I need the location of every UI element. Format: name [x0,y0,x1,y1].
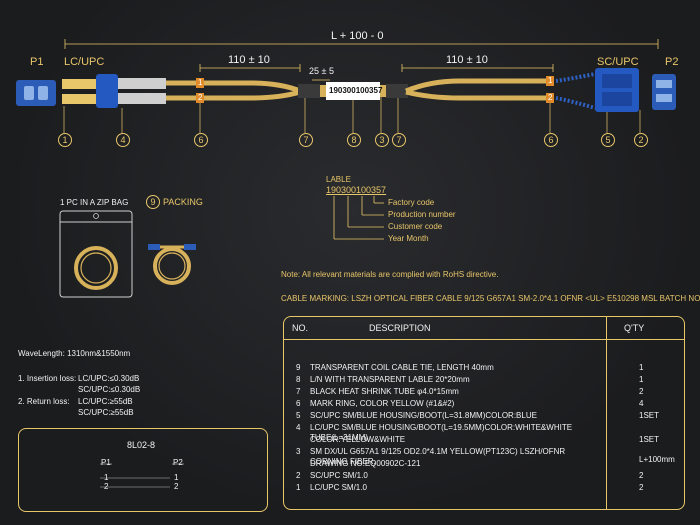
ring-mark-right-2: 2 [548,93,553,102]
left-branch-length: 110 ± 10 [228,54,270,66]
row-no: 3 [296,447,301,456]
callout-9: 9 [146,195,160,209]
pinout-box [18,428,268,512]
callout-7-right: 7 [392,133,406,147]
pinout-title: 8L02-8 [127,440,156,450]
total-dimension-line [64,39,659,49]
lable-item-production: Production number [388,210,456,219]
callout-3: 3 [375,133,389,147]
total-length-label: L + 100 - 0 [331,30,384,42]
col-desc-header: DESCRIPTION [369,323,431,333]
callout-1: 1 [58,133,72,147]
row-no: 7 [296,387,301,396]
cable-marking: CABLE MARKING: LSZH OPTICAL FIBER CABLE … [281,294,700,303]
row-qty: 1SET [639,411,660,420]
lable-item-factory: Factory code [388,198,435,207]
row-desc: MARK RING, COLOR YELLOW (#1&#2) [310,399,455,408]
lable-leaders [333,196,384,240]
right-connector-type: SC/UPC [597,56,639,68]
row-no: 9 [296,363,301,372]
row-desc: SC/UPC SM/1.0 [310,471,368,480]
col-no-header: NO. [292,323,309,333]
zip-bag-illustration [59,210,133,298]
callout-6-right: 6 [544,133,558,147]
mark-rings-right [546,76,554,103]
ring-mark-left-1: 1 [198,78,203,87]
header-divider [284,339,684,340]
row-desc: LC/UPC SM/1.0 [310,483,367,492]
mark-rings-left [196,78,204,103]
row-desc: L/N WITH TRANSPARENT LABLE 20*20mm [310,375,470,384]
left-connector-type: LC/UPC [64,56,105,68]
row-no: 8 [296,375,301,384]
cable-label-code: 190300100357 [329,86,383,95]
row-no: 1 [296,483,301,492]
pinout-row1-p2: 1 [174,473,179,482]
callout-6-left: 6 [194,133,208,147]
return-loss-sc: SC/UPC:≥55dB [78,408,134,417]
pinout-row2-p1: 2 [104,482,109,491]
lable-title: LABLE [326,175,351,184]
insertion-loss-label: 1. Insertion loss: [18,374,77,383]
left-fiber-branches [166,80,301,101]
row-desc: SC/UPC SM/BLUE HOUSING/BOOT(L=31.8MM)COL… [310,411,537,420]
row-desc: SM DX/UL G657A1 9/125 OD2.0*4.1M YELLOW(… [310,447,566,466]
coil-illustration [148,244,196,285]
ring-mark-left-2: 2 [198,93,203,102]
row-qty: 1 [639,363,644,372]
row-qty: 1SET [639,435,660,444]
row-no: 4 [296,423,301,432]
ring-mark-right-1: 1 [548,76,553,85]
pinout-lines [100,463,184,488]
pinout-row2-p2: 2 [174,482,179,491]
row-desc: TRANSPARENT COIL CABLE TIE, LENGTH 40mm [310,363,494,372]
row-qty: 2 [639,471,644,480]
return-loss-label: 2. Return loss: [18,397,70,406]
callout-4: 4 [116,133,130,147]
row-desc: COLOR:YELLOW&WHITE [310,435,406,444]
branch-dimension-lines [199,64,554,81]
right-port-label: P2 [665,56,679,68]
insertion-loss-sc: SC/UPC:≤0.30dB [78,385,141,394]
right-branch-length: 110 ± 10 [446,54,488,66]
callout-2: 2 [634,133,648,147]
row-desc: DRAWING NO.EQ00902C-121 [310,459,421,468]
return-loss-lc: LC/UPC:≥55dB [78,397,133,406]
row-qty: 1 [639,375,644,384]
row-qty: 4 [639,399,644,408]
row-qty: 2 [639,387,644,396]
lable-item-customer: Customer code [388,222,443,231]
rohs-note: Note: All relevant materials are complie… [281,270,499,279]
pinout-p1: P1 [101,458,111,467]
zip-bag-text: 1 PC IN A ZIP BAG [60,198,129,207]
bom-table: NO. DESCRIPTION Q'TY 9 TRANSPARENT COIL … [283,316,685,510]
right-fiber-branches [405,78,552,101]
middle-length: 25 ± 5 [309,66,334,76]
row-desc: BLACK HEAT SHRINK TUBE φ4.0*15mm [310,387,459,396]
row-qty: L+100mm [639,455,675,464]
qty-divider [606,317,607,509]
lc-connector-left [16,74,166,108]
row-no: 5 [296,411,301,420]
pinout-row1-p1: 1 [104,473,109,482]
cable-trunk [298,82,408,100]
callout-5: 5 [601,133,615,147]
row-qty: 2 [639,483,644,492]
col-qty-header: Q'TY [624,323,645,333]
sc-connector-right [555,68,676,112]
row-no: 6 [296,399,301,408]
wavelength: WaveLength: 1310nm&1550nm [18,349,131,358]
insertion-loss-lc: LC/UPC:≤0.30dB [78,374,140,383]
callout-8: 8 [347,133,361,147]
packing-title: PACKING [163,197,203,207]
pinout-p2: P2 [173,458,183,467]
row-no: 2 [296,471,301,480]
lable-item-year-month: Year Month [388,234,429,243]
left-port-label: P1 [30,56,44,68]
row-desc: LC/UPC SM/BLUE HOUSING/BOOT(L=19.5MM)COL… [310,423,573,442]
callout-7-left: 7 [299,133,313,147]
lable-code: 190300100357 [326,185,387,195]
callout-leaders [63,97,641,133]
